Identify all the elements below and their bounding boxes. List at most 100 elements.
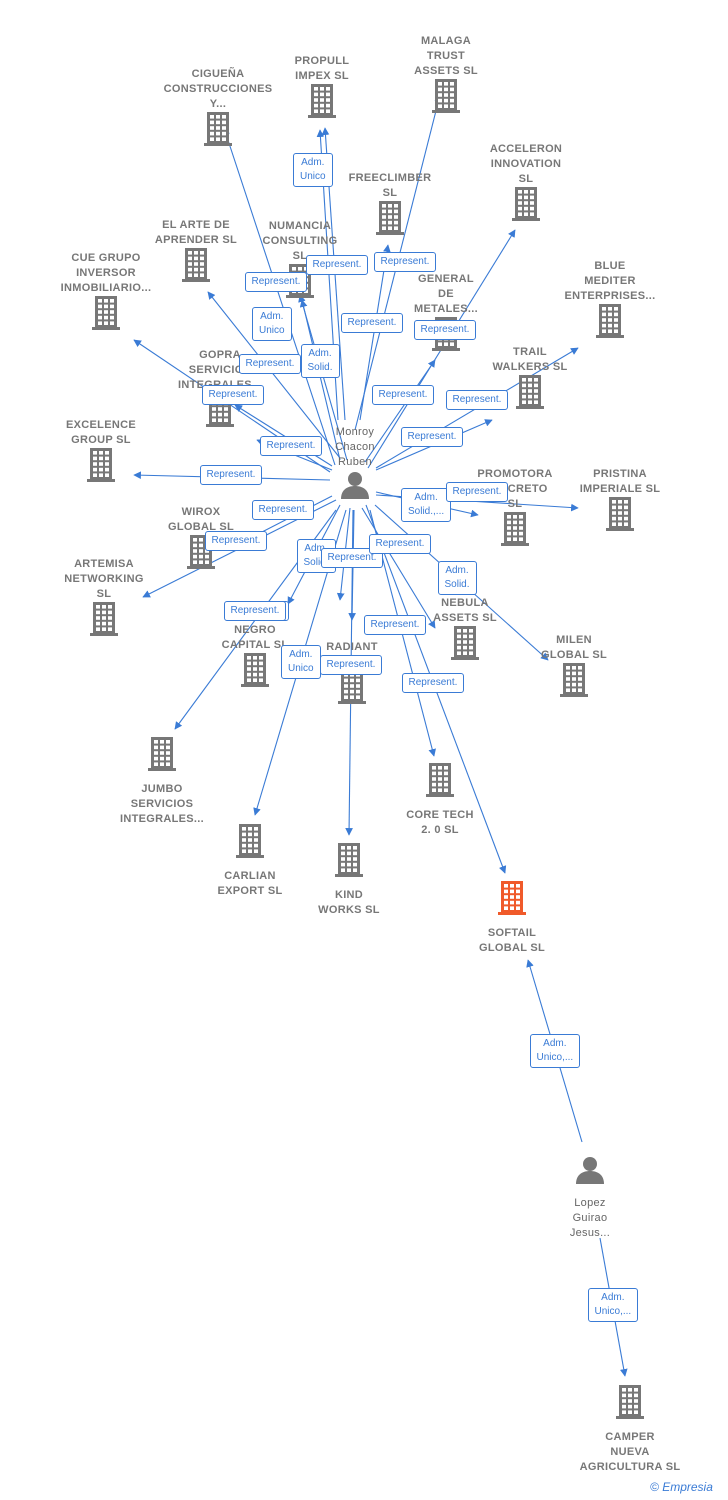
edge-monroy-numancia [299,299,341,461]
node-propull[interactable]: PROPULL IMPEX SL [262,54,382,123]
node-lopez[interactable]: Lopez Guirao Jesus... [530,1155,650,1241]
edge-label[interactable]: Adm. Unico [281,645,321,679]
building-icon [92,296,120,335]
edge-label[interactable]: Represent. [259,436,323,456]
edge-label[interactable]: Represent. [319,655,383,675]
building-icon [87,448,115,487]
node-carlian[interactable]: CARLIAN EXPORT SL [190,824,310,899]
node-label: Lopez Guirao Jesus... [569,1197,611,1239]
building-icon [501,512,529,551]
node-label: NUMANCIA CONSULTING SL [262,220,338,262]
building-icon [90,602,118,641]
node-core[interactable]: CORE TECH 2. 0 SL [380,763,500,838]
building-icon [606,497,634,536]
node-nebula[interactable]: NEBULA ASSETS SL [405,596,525,665]
node-label: EXCELENCE GROUP SL [66,419,136,446]
edge-label[interactable]: Represent. [305,255,369,275]
edge-label[interactable]: Adm. Unico [293,153,333,187]
node-monroy[interactable]: Monroy Chacon Ruben [295,425,415,505]
building-icon [451,626,479,665]
edge-label[interactable]: Represent. [238,354,302,374]
edge-label[interactable]: Adm. Solid.,... [401,488,452,522]
building-icon [148,737,176,776]
building-icon [376,201,404,240]
node-arte[interactable]: EL ARTE DE APRENDER SL [136,218,256,287]
node-excelence[interactable]: EXCELENCE GROUP SL [41,418,161,487]
edge-label[interactable]: Represent. [363,615,427,635]
node-label: PROPULL IMPEX SL [294,55,350,82]
edge-label[interactable]: Represent. [201,385,265,405]
building-icon [236,824,264,863]
edge-label[interactable]: Represent. [368,534,432,554]
building-icon [335,843,363,882]
building-icon [596,304,624,343]
node-blue[interactable]: BLUE MEDITER ENTERPRISES... [550,259,670,343]
edge-monroy-arte [207,291,341,459]
node-label: JUMBO SERVICIOS INTEGRALES... [120,783,204,825]
node-promotora[interactable]: PROMOTORA CONCRETO SL [455,467,575,551]
building-icon [426,763,454,802]
edge-label[interactable]: Represent. [204,531,268,551]
building-icon [182,248,210,287]
node-label: CUE GRUPO INVERSOR INMOBILIARIO... [60,252,152,294]
edge-label[interactable]: Represent. [320,548,384,568]
node-label: MILEN GLOBAL SL [540,634,608,661]
node-label: MALAGA TRUST ASSETS SL [414,35,478,77]
building-icon [516,375,544,414]
edge-label[interactable]: Represent. [223,601,287,621]
edge-label[interactable]: Adm. Unico [252,307,292,341]
node-label: EL ARTE DE APRENDER SL [154,219,238,246]
node-milen[interactable]: MILEN GLOBAL SL [514,633,634,702]
edge-label[interactable]: Represent. [400,427,464,447]
node-trail[interactable]: TRAIL WALKERS SL [470,345,590,414]
node-kind[interactable]: KIND WORKS SL [289,843,409,918]
node-label: CIGUEÑA CONSTRUCCIONES Y... [163,68,273,110]
node-label: ARTEMISA NETWORKING SL [64,558,144,600]
node-acceleron[interactable]: ACCELERON INNOVATION SL [466,142,586,226]
node-softail[interactable]: SOFTAIL GLOBAL SL [452,881,572,956]
node-label: CAMPER NUEVA AGRICULTURA SL [579,1431,681,1473]
node-cue[interactable]: CUE GRUPO INVERSOR INMOBILIARIO... [46,251,166,335]
node-jumbo[interactable]: JUMBO SERVICIOS INTEGRALES... [102,737,222,827]
edge-label[interactable]: Adm. Solid. [300,344,340,378]
edge-label[interactable]: Represent. [401,673,465,693]
edge-monroy-cig [222,127,336,466]
node-cig[interactable]: CIGUEÑA CONSTRUCCIONES Y... [158,67,278,151]
node-label: KIND WORKS SL [318,889,380,916]
node-general[interactable]: GENERAL DE METALES... [386,272,506,356]
focus-building-icon [498,881,526,920]
edge-label[interactable]: Represent. [251,500,315,520]
building-icon [616,1385,644,1424]
node-label: BLUE MEDITER ENTERPRISES... [564,260,656,302]
node-label: FREECLIMBER SL [348,172,432,199]
edge-label[interactable]: Represent. [371,385,435,405]
node-malaga[interactable]: MALAGA TRUST ASSETS SL [386,34,506,118]
building-icon [338,670,366,709]
edge-label[interactable]: Represent. [199,465,263,485]
person-icon [340,470,370,505]
node-label: Monroy Chacon Ruben [335,426,375,468]
edge-label[interactable]: Adm. Solid. [437,561,477,595]
edge-label[interactable]: Represent. [373,252,437,272]
node-freeclimber[interactable]: FREECLIMBER SL [330,171,450,240]
node-pristina[interactable]: PRISTINA IMPERIALE SL [560,467,680,536]
edge-monroy-general [364,359,436,463]
copyright-icon: © [650,1480,659,1494]
building-icon [432,79,460,118]
node-label: ACCELERON INNOVATION SL [489,143,563,185]
node-wirox[interactable]: WIROX GLOBAL SL [141,505,261,574]
node-artemisa[interactable]: ARTEMISA NETWORKING SL [44,557,164,641]
edge-label[interactable]: Represent. [340,313,404,333]
edge-label[interactable]: Represent. [413,320,477,340]
node-label: CORE TECH 2. 0 SL [406,809,474,836]
brand-name: Empresia [662,1480,713,1494]
watermark: © Empresia [650,1480,713,1494]
edge-label[interactable]: Represent. [244,272,308,292]
edge-label[interactable]: Represent. [445,482,509,502]
node-label: WIROX GLOBAL SL [167,506,235,533]
edge-label[interactable]: Adm. Unico,... [587,1288,639,1322]
node-camper[interactable]: CAMPER NUEVA AGRICULTURA SL [570,1385,690,1475]
edge-label[interactable]: Represent. [445,390,509,410]
edge-label[interactable]: Adm. Unico,... [529,1034,581,1068]
